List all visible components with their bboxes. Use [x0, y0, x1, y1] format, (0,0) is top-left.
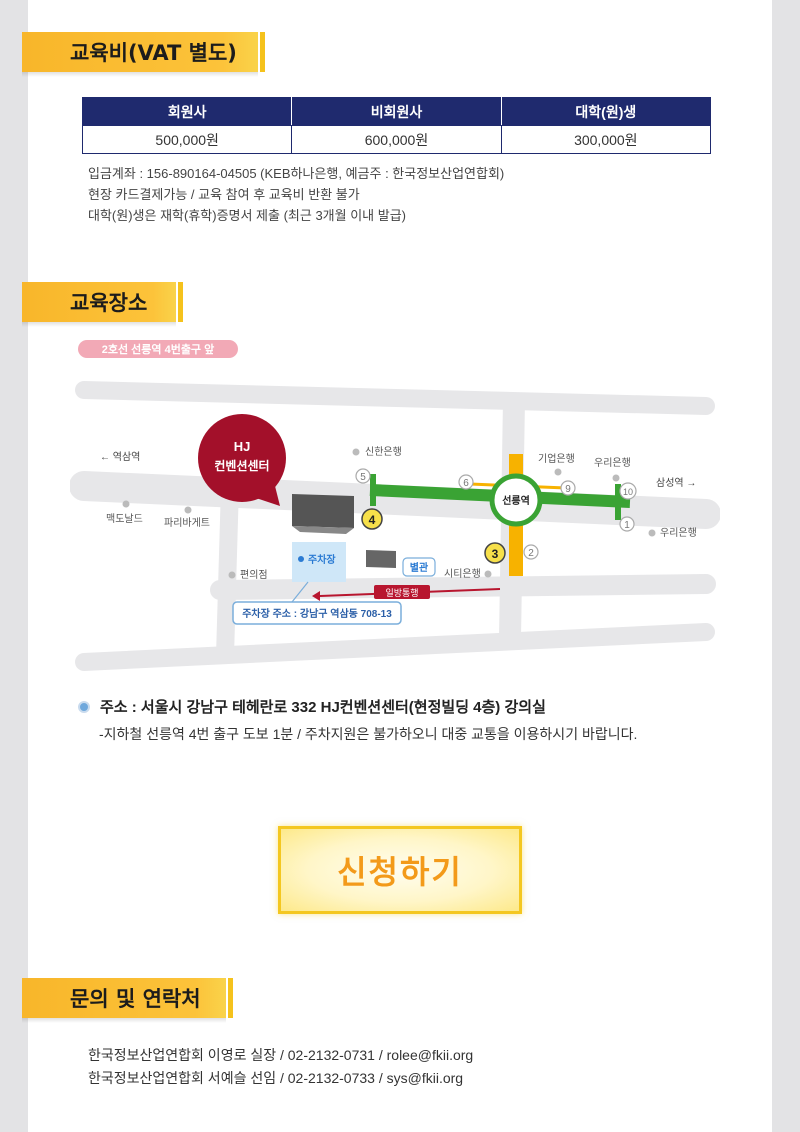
map-road-top — [75, 381, 715, 415]
map-road-bottom — [75, 623, 715, 671]
map-exit-10: 10 — [623, 487, 633, 497]
map-parking-address: 주차장 주소 : 강남구 역삼동 708-13 — [242, 607, 392, 620]
map-poi-mcdonalds: 맥도날드 — [106, 513, 143, 525]
map-poi-shinhan: 신한은행 — [365, 446, 402, 458]
map-poi-convenience: 편의점 — [240, 569, 268, 581]
fee-note-refund: 현장 카드결제가능 / 교육 참여 후 교육비 반환 불가 — [88, 187, 360, 202]
fee-table-header-row: 회원사 비회원사 대학(원)생 — [81, 97, 712, 126]
fee-note-account: 입금계좌 : 156-890164-04505 (KEB하나은행, 예금주 : … — [88, 166, 505, 181]
map-station-marker — [489, 473, 543, 527]
map-poi-woori-top: 우리은행 — [594, 457, 631, 469]
address-text: 주소 : 서울시 강남구 테헤란로 332 HJ컨벤션센터(현정빌딩 4층) 강… — [100, 699, 546, 716]
location-section-title-text: 교육장소 — [70, 291, 148, 315]
fee-value-student: 300,000원 — [500, 125, 712, 154]
contact-info: 한국정보산업연합회 이영로 실장 / 02-2132-0731 / rolee@… — [88, 1044, 473, 1090]
map-exit-3: 3 — [492, 547, 499, 561]
map-road-left-vertical — [216, 485, 239, 657]
map-banner-bg — [78, 340, 238, 358]
page — [28, 0, 772, 1132]
map-station-label: 선릉역 — [502, 494, 530, 507]
map-exit-1: 1 — [624, 520, 630, 531]
map-dir-samseong: 삼성역 → — [656, 477, 696, 489]
contact-section-title: 문의 및 연락처 — [22, 978, 233, 1023]
map-exit-5: 5 — [360, 472, 366, 483]
map-parking-label: 주차장 — [308, 553, 336, 566]
map-banner: 2호선 선릉역 4번출구 앞 — [102, 342, 214, 356]
map-road-teheran — [70, 471, 720, 529]
location-section-title: 교육장소 — [22, 282, 183, 327]
map-poi-woori-bottom: 우리은행 — [660, 527, 697, 539]
directions-text: -지하철 선릉역 4번 출구 도보 1분 / 주차지원은 불가하오니 대중 교통… — [99, 726, 638, 742]
map-poi-ibk: 기업은행 — [538, 452, 575, 465]
address-bullet-icon — [78, 700, 90, 713]
fee-header-nonmember: 비회원사 — [291, 97, 502, 126]
map-poi-citi: 시티은행 — [444, 568, 481, 580]
location-map: 2호선 선릉역 4번출구 앞 선릉역 5 6 9 10 1 2 3 4 ← 역삼… — [70, 340, 720, 671]
contact-line-2: 한국정보산업연합회 서예슬 선임 / 02-2132-0733 / sys@fk… — [88, 1070, 464, 1086]
apply-button[interactable]: 신청하기 — [278, 826, 522, 914]
map-building-annex — [366, 550, 396, 568]
map-dir-yeoksam: ← 역삼역 — [100, 451, 140, 463]
map-poi-paris: 파리바게트 — [164, 517, 210, 529]
map-exit-4-marker — [361, 508, 383, 530]
apply-button-label: 신청하기 — [337, 853, 463, 891]
fee-table-row: 500,000원 600,000원 300,000원 — [81, 125, 712, 154]
map-annex-label: 별관 — [410, 561, 429, 574]
fee-note-student: 대학(원)생은 재학(휴학)증명서 제출 (최근 3개월 이내 발급) — [88, 208, 406, 223]
map-exit-6: 6 — [463, 478, 469, 489]
fee-table: 회원사 비회원사 대학(원)생 500,000원 600,000원 300,00… — [81, 97, 712, 154]
map-building-main — [292, 494, 354, 528]
fee-value-member: 500,000원 — [81, 125, 293, 154]
map-exit-2: 2 — [528, 548, 534, 559]
map-road-lower — [210, 574, 716, 600]
map-venue-marker — [198, 414, 286, 502]
fee-header-member: 회원사 — [81, 97, 293, 126]
fee-section-title-text: 교육비(VAT 별도) — [70, 41, 237, 65]
contact-line-1: 한국정보산업연합회 이영로 실장 / 02-2132-0731 / rolee@… — [88, 1047, 474, 1063]
fee-section-title: 교육비(VAT 별도) — [22, 32, 265, 77]
map-exit-3-marker — [484, 542, 506, 564]
fee-header-student: 대학(원)생 — [500, 97, 712, 126]
map-exit-4: 4 — [369, 513, 376, 527]
contact-section-title-text: 문의 및 연락처 — [70, 987, 201, 1011]
fee-value-nonmember: 600,000원 — [291, 125, 502, 154]
map-oneway-label: 일방통행 — [385, 587, 418, 598]
map-exit-9: 9 — [565, 484, 571, 495]
fee-notes: 입금계좌 : 156-890164-04505 (KEB하나은행, 예금주 : … — [88, 163, 504, 226]
map-venue-line1: HJ — [234, 439, 251, 454]
address-block: 주소 : 서울시 강남구 테헤란로 332 HJ컨벤션센터(현정빌딩 4층) 강… — [78, 696, 637, 744]
map-venue-line2: 컨벤션센터 — [214, 458, 269, 473]
